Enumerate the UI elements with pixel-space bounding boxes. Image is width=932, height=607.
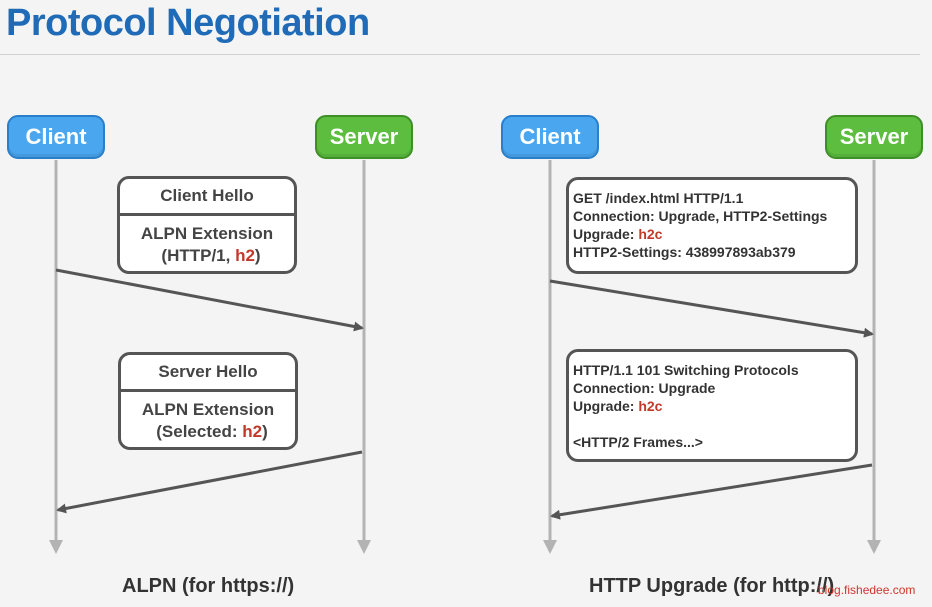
server-hello-header: Server Hello [121,355,295,392]
client-hello-box: Client Hello ALPN Extension (HTTP/1, h2) [117,176,297,274]
request-connection-header: Connection: Upgrade, HTTP2-Settings [573,208,828,224]
server-hello-box: Server Hello ALPN Extension (Selected: h… [118,352,298,450]
upgrade-server-label: Server [839,124,909,149]
response-blank-line [573,415,855,433]
alpn-server-label: Server [329,124,399,149]
client-hello-header: Client Hello [120,179,294,216]
alpn-client-label: Client [25,124,87,149]
upgrade-response-box: HTTP/1.1 101 Switching Protocols Connect… [566,349,858,462]
upgrade-request-box: GET /index.html HTTP/1.1 Connection: Upg… [566,177,858,274]
server-hello-body: ALPN Extension (Selected: h2) [121,392,295,443]
alpn-caption: ALPN (for https://) [122,575,295,597]
alpn-server-lifeline-end [357,540,371,554]
client-hello-h2: h2 [235,246,255,265]
title-divider [0,54,920,55]
alpn-client-lifeline-end [49,540,63,554]
response-connection-header: Connection: Upgrade [573,380,716,396]
upgrade-client-lifeline-end [543,540,557,554]
response-upgrade-header: Upgrade: h2c [573,398,663,414]
watermark: blog.fishedee.com [818,583,916,597]
upgrade-server-lifeline-end [867,540,881,554]
client-hello-protocols: (HTTP/1, h2) [161,246,261,265]
alpn-client-hello-arrow [55,268,364,332]
upgrade-caption: HTTP Upgrade (for http://) [589,575,835,597]
upgrade-request-arrow [549,279,874,338]
page-title: Protocol Negotiation [6,2,370,44]
upgrade-server-actor: Server [825,115,923,159]
upgrade-client-label: Client [519,124,581,149]
request-upgrade-header: Upgrade: h2c [573,226,663,242]
alpn-server-actor: Server [315,115,413,159]
request-settings-header: HTTP2-Settings: 438997893ab379 [573,244,796,260]
request-line: GET /index.html HTTP/1.1 [573,190,744,206]
response-http2-frames: <HTTP/2 Frames...> [573,434,703,450]
server-hello-h2: h2 [242,422,263,441]
alpn-server-hello-arrow [56,450,363,514]
request-h2c: h2c [638,226,663,242]
response-status-line: HTTP/1.1 101 Switching Protocols [573,362,799,378]
client-hello-body: ALPN Extension (HTTP/1, h2) [120,216,294,267]
upgrade-response-arrow [550,463,873,520]
alpn-client-actor: Client [7,115,105,159]
client-hello-extension: ALPN Extension [140,224,274,243]
server-hello-extension: ALPN Extension [141,400,275,419]
response-h2c: h2c [638,398,663,414]
server-hello-selected: (Selected: h2) [156,422,268,441]
upgrade-client-actor: Client [501,115,599,159]
